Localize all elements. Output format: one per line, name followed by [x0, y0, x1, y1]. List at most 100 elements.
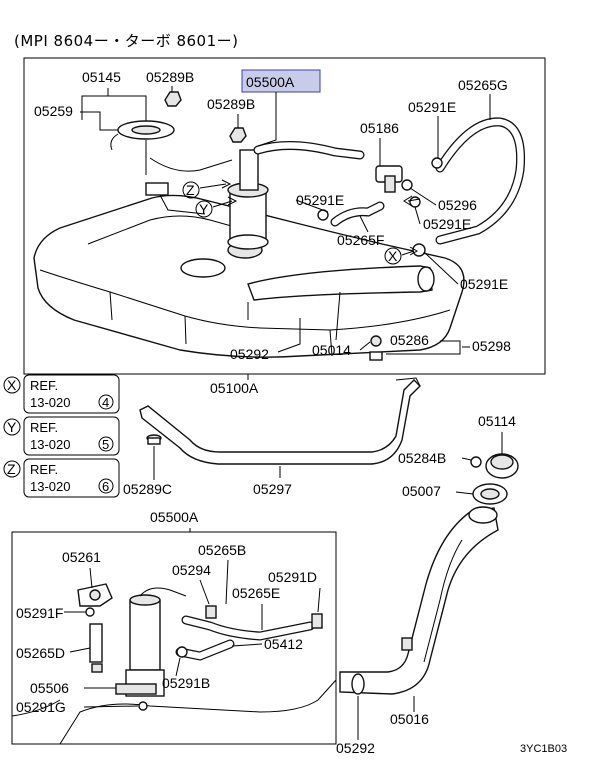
leader-lines-upper	[80, 86, 491, 355]
two-way-valve-05186	[375, 165, 403, 193]
fuel-pump-body	[115, 587, 187, 697]
label-05291E-b: 05291E	[296, 192, 344, 208]
arrow-icon	[403, 195, 421, 207]
label-05291B: 05291B	[162, 675, 210, 691]
clamp-05291B	[176, 646, 188, 658]
washer-05298	[369, 351, 383, 361]
highlighted-part-box	[241, 69, 321, 93]
label-05297: 05297	[253, 481, 292, 497]
svg-text:REF.: REF.	[30, 462, 58, 477]
gasket-05261	[77, 583, 113, 607]
label-05294: 05294	[172, 562, 211, 578]
label-05291F: 05291F	[16, 605, 63, 621]
label-05016: 05016	[390, 711, 429, 727]
clamp-05291E-b	[431, 157, 443, 169]
fuel-cap-05114	[485, 453, 519, 479]
clamp-05291G	[138, 701, 148, 711]
label-05500A-top[interactable]: 05500A	[246, 74, 295, 90]
label-05500A-sub: 05500A	[150, 509, 199, 525]
fuel-pump-module	[227, 149, 269, 250]
label-05284B: 05284B	[398, 450, 446, 466]
svg-text:X: X	[7, 377, 17, 393]
label-05292-bottom: 05292	[336, 740, 375, 756]
label-05286: 05286	[390, 332, 429, 348]
label-05291G: 05291G	[16, 699, 66, 715]
label-05114: 05114	[478, 413, 516, 429]
leader-05412	[231, 643, 263, 647]
tank-outline-lower	[59, 679, 337, 745]
label-05292-top: 05292	[230, 346, 269, 362]
label-05145: 05145	[82, 69, 121, 85]
svg-text:6: 6	[102, 479, 109, 494]
leader-05291D	[317, 587, 321, 613]
label-05265D: 05265D	[16, 645, 65, 661]
label-05261: 05261	[62, 549, 101, 565]
svg-text:5: 5	[102, 437, 109, 452]
label-05291D: 05291D	[268, 569, 317, 585]
lower-assembly-frame	[11, 531, 337, 745]
label-05291E-c: 05291E	[423, 216, 471, 232]
label-05100A: 05100A	[210, 380, 259, 396]
label-05291E-d: 05291E	[460, 276, 508, 292]
label-05296: 05296	[438, 197, 477, 213]
hose-05265D	[89, 623, 103, 673]
ref-box-y[interactable]: Y REF. 13-020 5	[3, 416, 120, 456]
label-05186: 05186	[360, 120, 399, 136]
label-05412: 05412	[264, 636, 303, 652]
marker-z: Z	[182, 181, 200, 199]
marker-x: X	[384, 247, 402, 265]
svg-text:X: X	[388, 248, 398, 264]
arrow-icon	[401, 246, 419, 256]
ref-box-x[interactable]: X REF. 13-020 4	[3, 374, 120, 414]
label-05506: 05506	[30, 680, 69, 696]
svg-text:REF.: REF.	[30, 420, 58, 435]
model-range-header: (MPI 8604ー・ターボ 8601ー)	[14, 32, 239, 50]
filler-hose-05014	[247, 265, 435, 301]
label-05265G: 05265G	[458, 77, 508, 93]
svg-text:Z: Z	[7, 461, 16, 477]
filler-neck-05016	[339, 506, 499, 695]
arrow-icon	[212, 196, 238, 208]
label-05289B-b: 05289B	[207, 96, 255, 112]
svg-text:Y: Y	[7, 419, 17, 435]
label-05289B-a: 05289B	[146, 69, 194, 85]
clamp-05292-bottom	[351, 673, 365, 695]
svg-text:4: 4	[102, 395, 109, 410]
leader-05265D	[69, 647, 91, 653]
bolt-05286	[370, 335, 382, 347]
diagram-code: 3YC1B03	[520, 743, 567, 755]
svg-text:Y: Y	[199, 201, 209, 217]
svg-text:13-020: 13-020	[30, 479, 70, 494]
tank-band-05297	[139, 377, 421, 465]
label-05007: 05007	[402, 483, 441, 499]
label-05265F: 05265F	[337, 232, 384, 248]
clamp-05294	[205, 605, 217, 619]
leader-05007	[455, 491, 474, 495]
ref-box-z[interactable]: Z REF. 13-020 6	[3, 458, 120, 498]
bolt-05289B-b	[229, 127, 247, 143]
grommet-05289C	[146, 434, 162, 445]
leader-05265B	[225, 559, 229, 605]
clamp-05291E-d	[412, 243, 426, 257]
leader-05291B	[175, 657, 181, 677]
leader-05291G	[83, 705, 139, 708]
marker-y: Y	[195, 200, 213, 218]
leader-05261	[89, 567, 93, 589]
leader-05284B	[461, 457, 472, 461]
svg-text:13-020: 13-020	[30, 395, 70, 410]
filler-neck-seal-05007	[472, 483, 508, 505]
svg-text:Z: Z	[186, 182, 195, 198]
arrow-icon	[199, 179, 232, 189]
label-05014: 05014	[312, 342, 351, 358]
label-05289C: 05289C	[123, 481, 172, 497]
label-05291E-a: 05291E	[408, 99, 456, 115]
label-05265B: 05265B	[198, 542, 246, 558]
bolt-05289B-a	[164, 91, 182, 107]
clamp-05291F	[85, 607, 95, 617]
svg-text:13-020: 13-020	[30, 437, 70, 452]
screw-05284B	[470, 456, 482, 468]
leader-05294	[199, 579, 210, 605]
tank-outline-lower	[11, 699, 61, 717]
label-05298: 05298	[472, 338, 511, 354]
